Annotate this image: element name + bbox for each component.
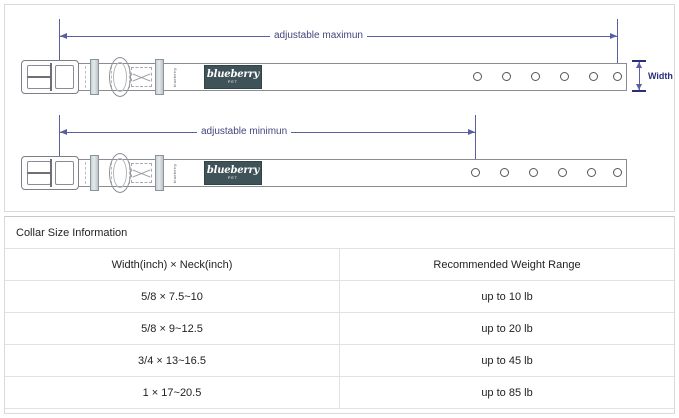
d-ring-inner-bottom	[113, 158, 127, 188]
extension-line-right-top	[617, 19, 618, 75]
table-header-row: Width(inch) × Neck(inch) Recommended Wei…	[5, 248, 674, 281]
keeper-loop-2-bottom	[155, 155, 164, 191]
strap-hole	[560, 72, 569, 81]
buckle-crossbar-top	[27, 76, 51, 78]
cell-size: 5/8 × 7.5~10	[5, 280, 340, 313]
buckle-tongue-bottom	[50, 159, 52, 187]
arrow-left-max	[60, 32, 67, 39]
d-ring-inner-top	[113, 62, 127, 92]
table-row: 3/4 × 13~16.5 up to 45 lb	[5, 344, 674, 377]
strap-hole	[589, 72, 598, 81]
strap-guide-dash-4	[85, 162, 86, 184]
strap-micro-text-bottom: blueberry	[172, 163, 177, 183]
table-row: 1 × 17~20.5 up to 85 lb	[5, 376, 674, 409]
strap-micro-text-top: blueberry	[172, 67, 177, 87]
cell-size: 1 × 17~20.5	[5, 376, 340, 409]
width-arrow-down	[635, 84, 642, 90]
buckle-crossbar-bottom	[27, 172, 51, 174]
extension-line-left-top	[59, 19, 60, 75]
collar-diagram-panel: adjustable maximun blueberry blueberry P…	[4, 4, 675, 212]
strap-guide-dash-1	[85, 66, 86, 88]
arrow-left-min	[60, 128, 67, 135]
arrow-right-max	[610, 32, 617, 39]
cell-weight: up to 10 lb	[339, 280, 674, 313]
d-ring-top	[109, 57, 131, 97]
strap-hole	[502, 72, 511, 81]
cell-weight: up to 85 lb	[339, 376, 674, 409]
cell-size: 5/8 × 9~12.5	[5, 312, 340, 345]
cell-weight: up to 45 lb	[339, 344, 674, 377]
table-row: 5/8 × 9~12.5 up to 20 lb	[5, 312, 674, 345]
tips-text: Tips: Measure the circumference of pet's…	[5, 408, 674, 418]
buckle-tongue-top	[50, 63, 52, 91]
label-width: Width	[648, 71, 673, 81]
width-arrow-up	[635, 62, 642, 68]
width-dimension-line	[639, 62, 640, 90]
collar-size-table-panel: Collar Size Information Width(inch) × Ne…	[4, 216, 675, 418]
arrow-right-min	[468, 128, 475, 135]
blueberry-logo-patch-top: blueberry PET	[204, 65, 262, 89]
strap-hole	[558, 168, 567, 177]
strap-hole	[587, 168, 596, 177]
strap-hole	[613, 168, 622, 177]
strap-hole	[500, 168, 509, 177]
collar-size-table: Collar Size Information Width(inch) × Ne…	[5, 217, 674, 418]
keeper-loop-2-top	[155, 59, 164, 95]
width-tick-top	[632, 60, 646, 62]
extension-line-left-bottom	[59, 115, 60, 173]
table-row: 5/8 × 7.5~10 up to 10 lb	[5, 280, 674, 313]
logo-wordmark-top: blueberry	[206, 68, 260, 80]
buckle-inner-right-top	[55, 65, 74, 89]
strap-hole	[613, 72, 622, 81]
label-adjustable-maximum: adjustable maximun	[270, 30, 367, 41]
width-tick-bottom	[632, 90, 646, 92]
cell-size: 3/4 × 13~16.5	[5, 344, 340, 377]
logo-wordmark-bottom: blueberry	[206, 164, 260, 176]
logo-subtext-top: PET	[228, 79, 238, 84]
blueberry-logo-patch-bottom: blueberry PET	[204, 161, 262, 185]
stitch-box-top	[131, 67, 152, 87]
label-adjustable-minimum: adjustable minimun	[197, 126, 292, 137]
keeper-loop-1-bottom	[90, 155, 99, 191]
table-caption: Collar Size Information	[16, 226, 128, 239]
buckle-inner-right-bottom	[55, 161, 74, 185]
column-header-size: Width(inch) × Neck(inch)	[5, 248, 340, 281]
strap-hole	[471, 168, 480, 177]
cell-weight: up to 20 lb	[339, 312, 674, 345]
strap-hole	[529, 168, 538, 177]
extension-line-right-bottom	[475, 115, 476, 173]
logo-subtext-bottom: PET	[228, 175, 238, 180]
table-caption-row: Collar Size Information	[5, 217, 674, 249]
strap-hole	[531, 72, 540, 81]
d-ring-bottom	[109, 153, 131, 193]
column-header-weight: Recommended Weight Range	[339, 248, 674, 281]
strap-hole	[473, 72, 482, 81]
keeper-loop-1-top	[90, 59, 99, 95]
stitch-box-bottom	[131, 163, 152, 183]
table-tips-row: Tips: Measure the circumference of pet's…	[5, 408, 674, 418]
